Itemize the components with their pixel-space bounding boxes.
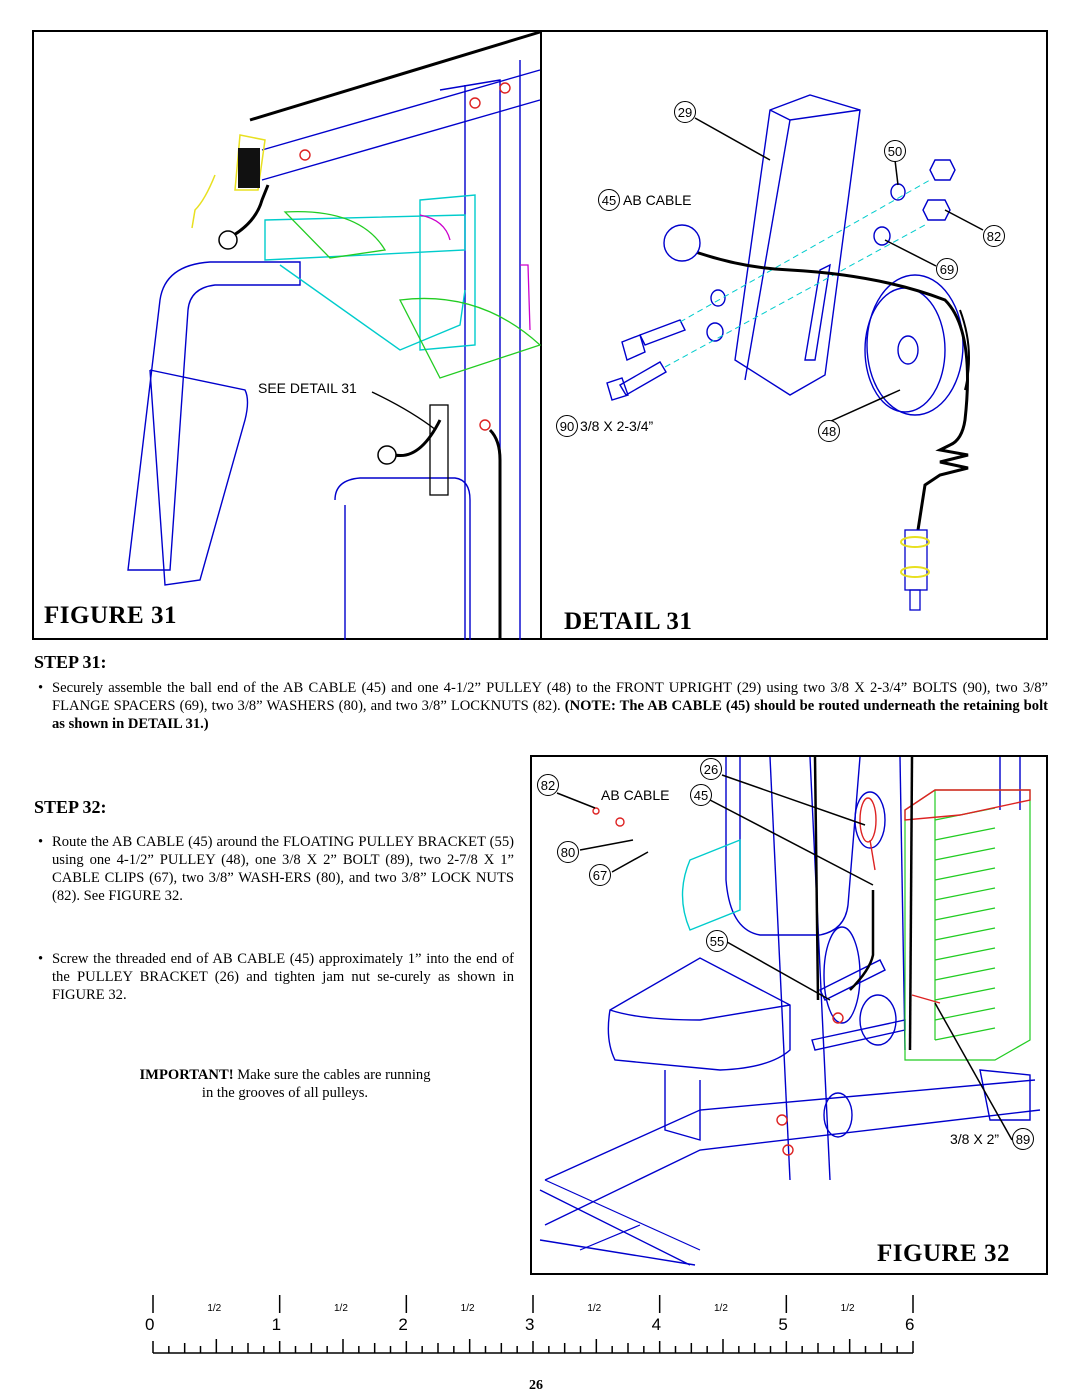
figure32-title: FIGURE 32 — [877, 1240, 1010, 1267]
callout-45: 45 — [690, 784, 712, 806]
callout-82: 82 — [983, 225, 1005, 247]
ruler-half-label: 1/2 — [714, 1303, 728, 1314]
step32-bullet1-text: Route the AB CABLE (45) around the FLOAT… — [52, 834, 514, 904]
callout-29: 29 — [674, 101, 696, 123]
callout-80: 80 — [557, 841, 579, 863]
step31-heading: STEP 31: — [34, 652, 107, 672]
callout-55: 55 — [706, 930, 728, 952]
ruler-number: 3 — [525, 1315, 535, 1334]
ruler-half-label: 1/2 — [587, 1303, 602, 1314]
callout-69: 69 — [936, 258, 958, 280]
page-number: 26 — [529, 1378, 543, 1393]
important-line2: in the grooves of all pulleys. — [201, 1085, 369, 1101]
detail31-title: DETAIL 31 — [564, 608, 693, 635]
callout-50: 50 — [884, 140, 906, 162]
ruler-number: 2 — [398, 1315, 408, 1334]
figure31-title: FIGURE 31 — [44, 602, 177, 629]
callout-90: 90 — [556, 415, 578, 437]
ruler-number: 0 — [145, 1315, 155, 1334]
step32-bullet2: • Screw the threaded end of AB CABLE (45… — [38, 950, 514, 1004]
step31-note: (NOTE: The AB CABLE (45) should be route… — [52, 698, 1048, 732]
step32-bullet2-text: Screw the threaded end of AB CABLE (45) … — [52, 951, 514, 1003]
ab-cable-label: AB CABLE — [601, 787, 670, 803]
callout-89: 89 — [1012, 1128, 1034, 1150]
ruler-half-label: 1/2 — [207, 1303, 222, 1314]
bolt-size-label: 3/8 X 2” — [950, 1131, 1000, 1147]
callout-82: 82 — [537, 774, 559, 796]
callout-26: 26 — [700, 758, 722, 780]
see-detail-label: SEE DETAIL 31 — [258, 380, 357, 396]
bolt-size-label: 3/8 X 2-3/4” — [580, 418, 654, 434]
ruler-number: 4 — [651, 1315, 662, 1334]
ruler-half-label: 1/2 — [460, 1303, 475, 1314]
ruler-half-label: 1/2 — [334, 1303, 348, 1314]
ruler-half-label: 1/2 — [840, 1303, 855, 1314]
important-note: IMPORTANT! Make sure the cables are runn… — [100, 1066, 470, 1102]
callout-67: 67 — [589, 864, 611, 886]
bullet: • — [38, 680, 44, 696]
bullet: • — [38, 951, 44, 967]
callout-45: 45 — [598, 189, 620, 211]
panel-divider — [540, 31, 542, 639]
bullet: • — [38, 834, 44, 850]
important-label: IMPORTANT! — [139, 1067, 234, 1083]
ruler-number: 6 — [905, 1315, 915, 1334]
step32-heading: STEP 32: — [34, 797, 107, 817]
important-line1: Make sure the cables are running — [237, 1067, 431, 1083]
ruler-number: 5 — [778, 1315, 788, 1334]
step32-bullet1: • Route the AB CABLE (45) around the FLO… — [38, 833, 514, 905]
callout-48: 48 — [818, 420, 840, 442]
step31-text: • Securely assemble the ball end of the … — [38, 679, 1048, 733]
ab-cable-label: AB CABLE — [623, 192, 692, 208]
step31-body: Securely assemble the ball end of the AB… — [52, 680, 1048, 714]
ruler-number: 1 — [271, 1315, 282, 1334]
